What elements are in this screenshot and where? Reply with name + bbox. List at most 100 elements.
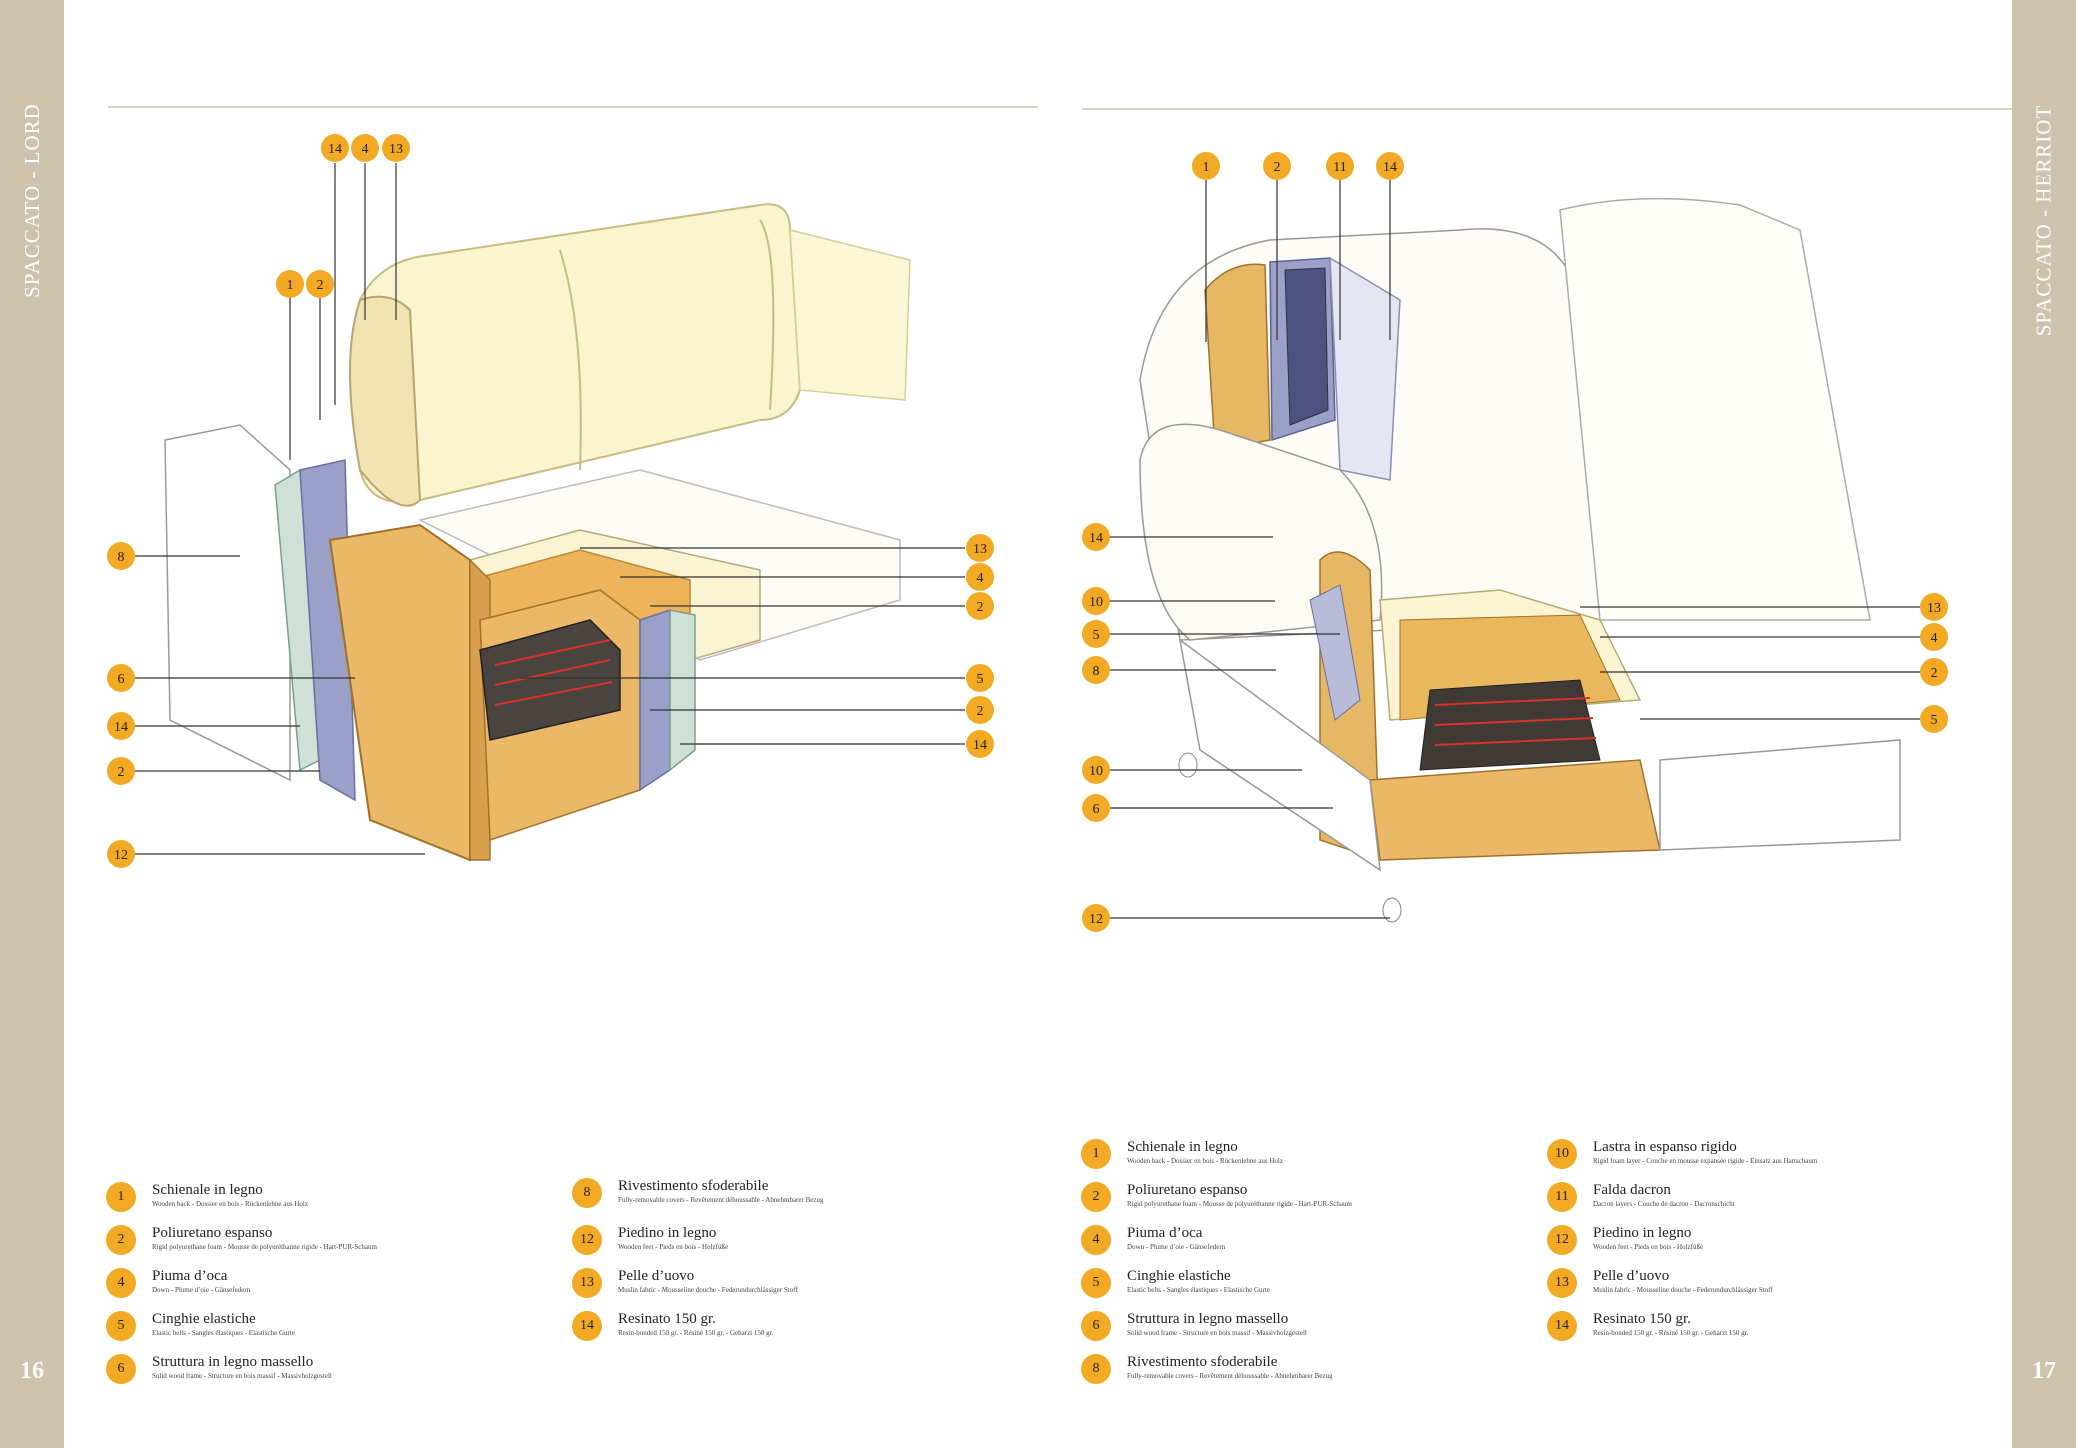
legend-badge: 10 xyxy=(1547,1139,1577,1169)
callout-label: 13 xyxy=(1927,601,1941,616)
callout-label: 14 xyxy=(1383,160,1397,175)
legend-badge: 5 xyxy=(1081,1268,1111,1298)
legend-title: Pelle d’uovo xyxy=(1593,1268,1670,1284)
legend-subtitle: Rigid foam layer - Couche en mousse expa… xyxy=(1593,1157,1818,1165)
legend-badge: 13 xyxy=(1547,1268,1577,1298)
callout-label: 1 xyxy=(1203,160,1210,175)
callout-label: 2 xyxy=(1274,160,1281,175)
callout-label: 5 xyxy=(1093,628,1100,643)
legend-title: Resinato 150 gr. xyxy=(1593,1311,1691,1327)
legend-title: Resinato 150 gr. xyxy=(618,1311,716,1327)
callout-label: 5 xyxy=(1931,713,1938,728)
legend-subtitle: Down - Plume d’oie - Gänsefedern xyxy=(1127,1243,1226,1251)
legend-badge: 8 xyxy=(572,1178,602,1208)
legend-title: Struttura in legno massello xyxy=(1127,1311,1289,1327)
herriot-callout-badges: 1 2 11 14 14 10 5 8 10 6 12 13 4 2 5 xyxy=(1082,152,1948,932)
callout-label: 4 xyxy=(977,571,984,586)
callout-label: 14 xyxy=(973,738,987,753)
legend-title: Piedino in legno xyxy=(618,1225,717,1241)
legend-subtitle: Solid wood frame - Structure en bois mas… xyxy=(1127,1329,1307,1337)
left-sidebar: SPACCATO - LORD 16 xyxy=(0,0,64,1448)
callout-label: 8 xyxy=(118,550,125,565)
legend-badge: 12 xyxy=(1547,1225,1577,1255)
legend-subtitle: Wooden feet - Pieds en bois - Holzfüße xyxy=(1593,1243,1704,1251)
callout-label: 2 xyxy=(317,278,324,293)
callout-label: 6 xyxy=(118,672,125,687)
callout-label: 13 xyxy=(973,542,987,557)
callout-label: 10 xyxy=(1089,595,1103,610)
legend-badge: 6 xyxy=(106,1354,136,1384)
legend-title: Piuma d’oca xyxy=(152,1268,228,1284)
callout-label: 2 xyxy=(118,765,125,780)
legend-subtitle: Rigid polyurethane foam - Mousse de poly… xyxy=(152,1243,377,1251)
legend-badge: 11 xyxy=(1547,1182,1577,1212)
legend-subtitle: Solid wood frame - Structure en bois mas… xyxy=(152,1372,332,1380)
legend-subtitle: Dacron layers - Couche de dacron - Dacro… xyxy=(1593,1200,1735,1208)
callout-label: 2 xyxy=(1931,666,1938,681)
right-page-title: SPACCATO - HERRIOT xyxy=(2031,104,2056,336)
right-page-number: 17 xyxy=(2032,1358,2056,1384)
legend-subtitle: Wooden back - Dossier en bois - Rückenle… xyxy=(152,1200,308,1208)
right-sidebar: SPACCATO - HERRIOT 17 xyxy=(2012,0,2076,1448)
legend-title: Poliuretano espanso xyxy=(152,1225,273,1241)
legend-badge: 6 xyxy=(1081,1311,1111,1341)
legend-title: Schienale in legno xyxy=(1127,1139,1238,1155)
legend-subtitle: Rigid polyurethane foam - Mousse de poly… xyxy=(1127,1200,1352,1208)
legend-subtitle: Muslin fabric - Mousseline douche - Fede… xyxy=(1593,1286,1773,1294)
legend-badge: 1 xyxy=(106,1182,136,1212)
lord-back-cushions xyxy=(349,203,911,507)
legend-badge: 2 xyxy=(106,1225,136,1255)
callout-label: 14 xyxy=(328,142,342,157)
legend-badge: 14 xyxy=(1547,1311,1577,1341)
legend-title: Cinghie elastiche xyxy=(152,1311,256,1327)
legend-title: Rivestimento sfoderabile xyxy=(618,1178,769,1194)
callout-label: 10 xyxy=(1089,764,1103,779)
legend-badge: 14 xyxy=(572,1311,602,1341)
legend-badge: 13 xyxy=(572,1268,602,1298)
lord-cutaway-illustration: 14 4 13 1 2 8 13 4 2 6 5 2 14 14 2 12 xyxy=(107,134,994,868)
callout-label: 6 xyxy=(1093,802,1100,817)
legend-title: Schienale in legno xyxy=(152,1182,263,1198)
callout-label: 8 xyxy=(1093,664,1100,679)
callout-label: 12 xyxy=(114,848,128,863)
callout-label: 1 xyxy=(287,278,294,293)
legend-title: Cinghie elastiche xyxy=(1127,1268,1231,1284)
legend-subtitle: Wooden feet - Pieds en bois - Holzfüße xyxy=(618,1243,729,1251)
callout-label: 13 xyxy=(389,142,403,157)
legend-subtitle: Resin-bonded 150 gr. - Résiné 150 gr. - … xyxy=(618,1329,774,1337)
herriot-sofa-body xyxy=(1139,197,1901,923)
legend-badge: 8 xyxy=(1081,1354,1111,1384)
left-top-rule xyxy=(108,106,1038,108)
legend-title: Piedino in legno xyxy=(1593,1225,1692,1241)
herriot-callout-lines xyxy=(1094,180,1920,919)
legend-subtitle: Wooden back - Dossier en bois - Rückenle… xyxy=(1127,1157,1283,1165)
callout-label: 11 xyxy=(1333,160,1346,175)
legend-subtitle: Elastic belts - Sangles élastiques - Ela… xyxy=(1127,1286,1270,1294)
callout-label: 14 xyxy=(1089,531,1103,546)
legend-title: Struttura in legno massello xyxy=(152,1354,314,1370)
legend-title: Pelle d’uovo xyxy=(618,1268,695,1284)
legend-badge: 5 xyxy=(106,1311,136,1341)
legend-badge: 1 xyxy=(1081,1139,1111,1169)
legend-item: 14 Resinato 150 gr. Resin-bonded 150 gr. … xyxy=(572,1311,773,1341)
callout-label: 4 xyxy=(362,142,369,157)
legend-badge: 4 xyxy=(1081,1225,1111,1255)
legend-subtitle: Muslin fabric - Mousseline douche - Fede… xyxy=(618,1286,798,1294)
callout-label: 2 xyxy=(977,704,984,719)
legend-subtitle: Down - Plume d’oie - Gänsefedern xyxy=(152,1286,251,1294)
legend-badge: 12 xyxy=(572,1225,602,1255)
legend-badge: 4 xyxy=(106,1268,136,1298)
callout-label: 2 xyxy=(977,600,984,615)
